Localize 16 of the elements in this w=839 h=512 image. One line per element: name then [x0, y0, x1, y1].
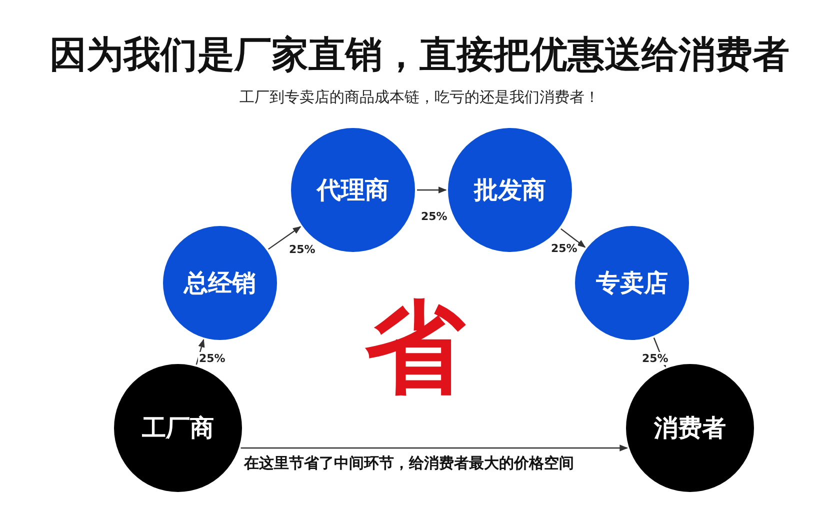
- circle-node: 总经销: [163, 226, 277, 340]
- circle-node: 工厂商: [114, 364, 242, 492]
- edge-label: 25%: [641, 352, 670, 365]
- arrow: [268, 226, 302, 250]
- edge-label: 25%: [198, 352, 226, 365]
- arrow: [417, 186, 447, 194]
- arrow: [560, 228, 586, 248]
- edge-label: 25%: [420, 210, 448, 223]
- subtitle: 工厂到专卖店的商品成本链，吃亏的还是我们消费者！: [238, 88, 600, 107]
- edge-label: 25%: [288, 243, 316, 256]
- edge-label: 25%: [550, 242, 578, 255]
- arrow: [240, 444, 628, 452]
- big-character: 省: [365, 292, 465, 402]
- title: 因为我们是厂家直销，直接把优惠送给消费者: [48, 32, 790, 78]
- edge-label: 在这里节省了中间环节，给消费者最大的价格空间: [242, 454, 575, 473]
- circle-node: 消费者: [626, 364, 754, 492]
